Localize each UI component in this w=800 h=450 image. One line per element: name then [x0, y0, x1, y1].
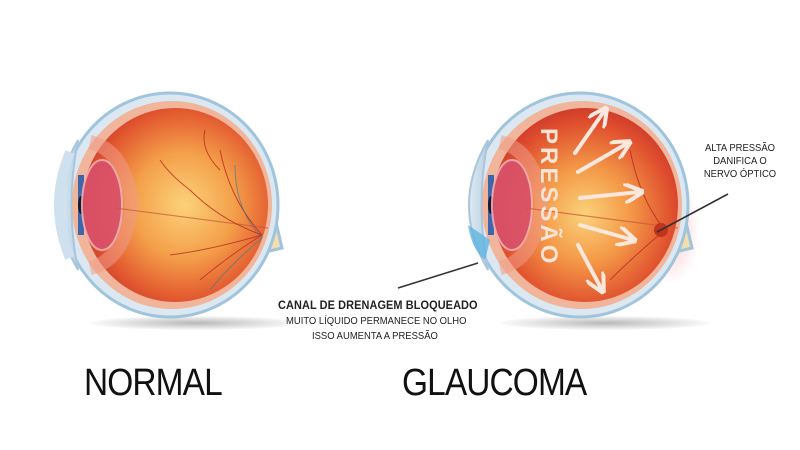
drainage-line-1: MUITO LÍQUIDO PERMANECE NO OLHO	[286, 315, 467, 327]
drainage-pointer-line	[397, 262, 479, 289]
optic-nerve-pointer-line	[656, 193, 729, 233]
normal-label: NORMAL	[84, 362, 223, 404]
optic-nerve-annotation: ALTA PRESSÃO DANIFICA O NERVO ÓPTICO	[700, 142, 781, 181]
glaucoma-eye-shadow	[500, 316, 710, 330]
normal-eye-shadow	[90, 316, 300, 330]
normal-eye-illustration	[54, 91, 284, 319]
glaucoma-label: GLAUCOMA	[402, 362, 587, 404]
drainage-title: CANAL DE DRENAGEM BLOQUEADO	[278, 300, 478, 312]
drainage-line-2: ISSO AUMENTA A PRESSÃO	[312, 330, 438, 342]
glaucoma-eye-illustration	[468, 91, 694, 319]
optic-nerve-line-1: ALTA PRESSÃO	[704, 142, 776, 154]
optic-nerve-line-2: DANIFICA O	[713, 155, 767, 167]
pressure-overlay-text: PRESSÃO	[535, 128, 562, 267]
drainage-annotation: CANAL DE DRENAGEM BLOQUEADO MUITO LÍQUID…	[278, 300, 518, 342]
optic-nerve-line-3: NERVO ÓPTICO	[703, 168, 777, 180]
